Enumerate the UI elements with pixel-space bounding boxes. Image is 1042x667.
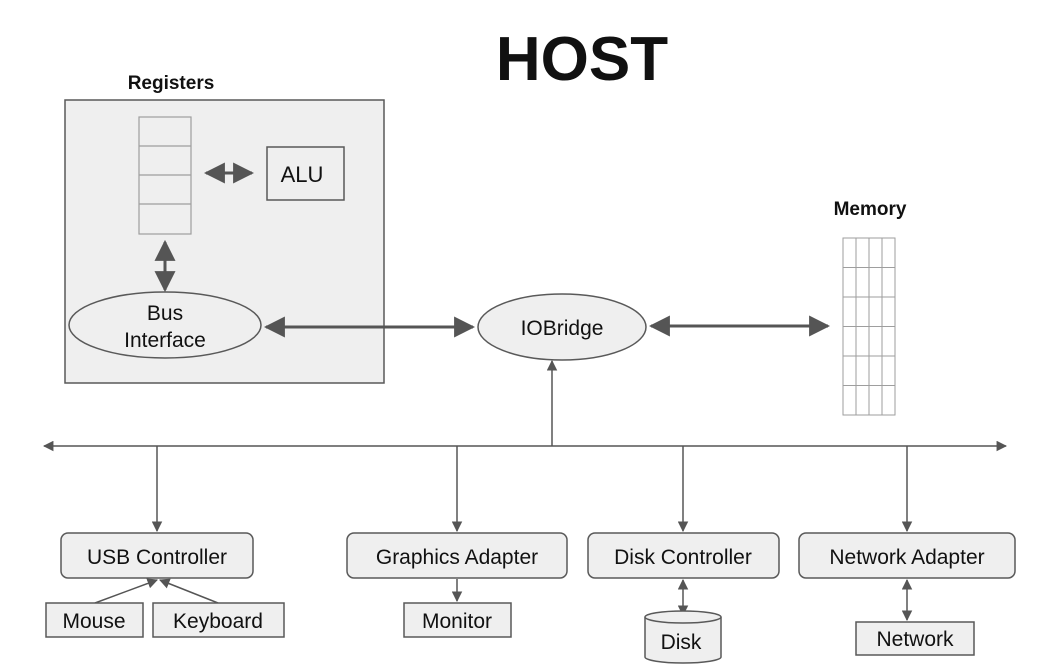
usb-controller-label: USB Controller xyxy=(87,546,227,569)
graphics-adapter-label: Graphics Adapter xyxy=(376,546,538,569)
mouse-to-usb-arrow xyxy=(94,578,158,604)
keyboard-to-usb-arrow xyxy=(159,578,219,604)
iobridge-label: IOBridge xyxy=(521,317,604,340)
network-box xyxy=(855,621,975,656)
network-adapter-label: Network Adapter xyxy=(829,546,984,569)
disk-cylinder xyxy=(644,610,722,664)
monitor-label: Monitor xyxy=(422,610,492,633)
bus-interface-label-line2: Interface xyxy=(124,329,206,352)
network-adapter-box xyxy=(798,532,1016,579)
mouse-box xyxy=(45,602,144,638)
diagram-title: HOST xyxy=(496,25,668,94)
disk-controller-label: Disk Controller xyxy=(614,546,752,569)
monitor-box xyxy=(403,602,512,638)
iobridge-ellipse xyxy=(477,293,647,361)
bus-interface-ellipse xyxy=(68,291,262,359)
memory-grid xyxy=(842,237,896,416)
network-label: Network xyxy=(876,628,954,651)
disk-label: Disk xyxy=(661,631,702,654)
bus-interface-label-line1: Bus xyxy=(147,302,183,325)
disk-controller-box xyxy=(587,532,780,579)
registers-stack xyxy=(138,116,192,235)
keyboard-label: Keyboard xyxy=(173,610,263,633)
keyboard-box xyxy=(152,602,285,638)
registers-label: Registers xyxy=(128,73,215,94)
memory-label: Memory xyxy=(834,199,907,220)
graphics-adapter-box xyxy=(346,532,568,579)
alu-label: ALU xyxy=(281,162,324,187)
mouse-label: Mouse xyxy=(62,610,125,633)
alu-box xyxy=(266,146,345,201)
usb-controller-box xyxy=(60,532,254,579)
